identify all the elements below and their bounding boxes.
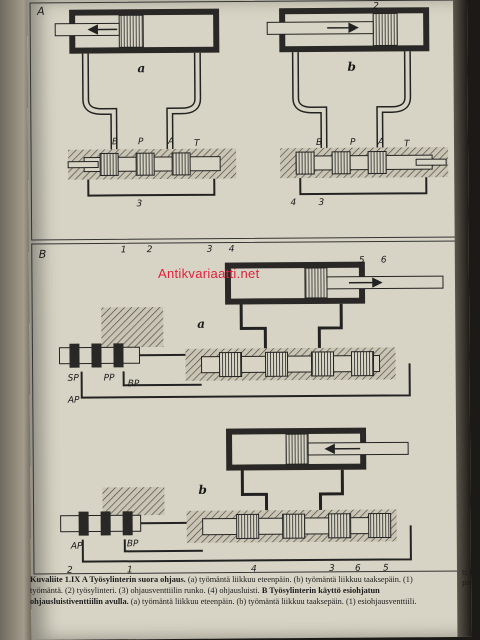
port-B-a: B — [111, 137, 119, 148]
port-P-b: P — [349, 137, 356, 148]
label-4-a: 4 — [290, 198, 297, 209]
sub-label-b-lower: b — [198, 482, 207, 497]
port-BP-a: BP — [127, 379, 140, 390]
label-3-top: 3 — [206, 244, 213, 255]
label-4-top: 4 — [228, 244, 235, 255]
spool-a-right — [295, 150, 447, 175]
cylinder-b-upper — [224, 261, 444, 305]
figure-caption: Kuvaliite 1.IX A Työsylinterin suora ohj… — [30, 574, 440, 607]
label-5-top: 5 — [358, 255, 365, 266]
caption-heading-a: A Työsylinterin suora ohjaus. — [81, 575, 188, 584]
label-3-bottom: 3 — [328, 563, 335, 574]
pilot-valve-lower — [102, 487, 165, 516]
label-6-top: 6 — [380, 255, 387, 266]
cylinder-a-left — [54, 8, 220, 54]
sub-label-a-lower: a — [197, 316, 206, 331]
book-page: A B a b a b 3 4 3 2 B A P T B P A T 1 2 … — [27, 0, 472, 640]
port-B-b: B — [315, 137, 323, 148]
label-6-bottom: 6 — [354, 563, 361, 574]
panel-label-a: A — [37, 4, 45, 18]
label-3-a: 3 — [136, 199, 143, 210]
caption-text-b: (a) työmäntä liikkuu eteenpäin. (b) työm… — [130, 597, 417, 606]
panel-label-b: B — [38, 247, 47, 261]
port-A-a: A — [167, 136, 175, 148]
port-AP-b: AP — [70, 541, 83, 552]
label-4-bottom: 4 — [250, 564, 257, 575]
port-T-b: T — [403, 139, 410, 150]
port-BP-b: BP — [126, 539, 139, 550]
label-3-b: 3 — [318, 197, 325, 208]
hydraulic-schematic — [29, 0, 467, 575]
cylinder-b-lower — [225, 427, 409, 471]
label-2-a: 2 — [373, 1, 379, 12]
port-T-a: T — [193, 138, 200, 149]
main-spool-b-upper — [218, 351, 375, 378]
port-SP-a: SP — [67, 373, 79, 384]
sub-label-b-right: b — [347, 59, 356, 74]
label-2-top: 2 — [146, 245, 153, 256]
spool-a-left — [67, 152, 191, 176]
caption-text-a: (a) työmäntä liikkuu eteenpäin. (b) työm… — [30, 575, 413, 595]
port-A-b: A — [377, 137, 385, 148]
label-1-top: 1 — [120, 245, 127, 256]
facing-page-fragment: ti ta pa — [462, 569, 477, 587]
sub-label-a-left: a — [137, 61, 146, 76]
caption-figure-number: Kuvaliite 1.IX — [30, 575, 82, 584]
label-5-bottom: 5 — [382, 563, 389, 574]
caption-heading-b: B Työsylinterin käyttö esiohjatun ohjaus… — [30, 586, 380, 606]
port-PP-a: PP — [103, 373, 115, 384]
port-AP-a: AP — [67, 395, 80, 406]
port-P-a: P — [137, 137, 144, 148]
main-spool-b-lower — [236, 512, 392, 540]
watermark-text: Antikvariaatti.net — [158, 266, 260, 281]
cylinder-a-right — [266, 7, 430, 53]
pilot-valve-upper — [101, 307, 164, 348]
